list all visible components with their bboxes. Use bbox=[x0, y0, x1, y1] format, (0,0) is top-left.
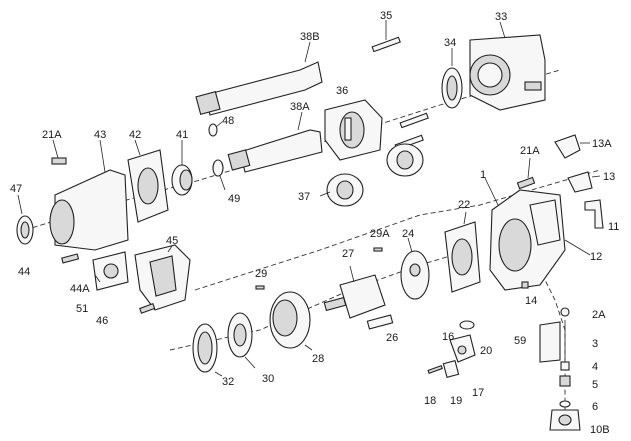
part-47-seal bbox=[16, 194, 34, 245]
label-33: 33 bbox=[495, 11, 507, 23]
part-22-gasket bbox=[444, 211, 481, 293]
label-44A: 44A bbox=[70, 283, 90, 295]
assembly-axis-lower bbox=[169, 249, 471, 351]
part-33-front-housing bbox=[469, 21, 546, 111]
part-17-19-trigger bbox=[442, 360, 460, 378]
label-29: 29 bbox=[255, 268, 267, 280]
label-24: 24 bbox=[402, 228, 414, 240]
label-29A: 29A bbox=[370, 228, 390, 240]
part-26-vane bbox=[366, 314, 394, 330]
part-45-side-plate bbox=[134, 244, 191, 311]
label-37: 37 bbox=[298, 191, 310, 203]
label-47: 47 bbox=[10, 183, 22, 195]
label-38A: 38A bbox=[290, 101, 310, 113]
label-49: 49 bbox=[228, 193, 240, 205]
part-38B-anvil bbox=[195, 41, 323, 116]
label-28: 28 bbox=[312, 353, 324, 365]
label-38B: 38B bbox=[300, 31, 320, 43]
label-59: 59 bbox=[514, 335, 526, 347]
part-29-pin bbox=[255, 285, 265, 290]
part-18-pin bbox=[427, 364, 443, 374]
part-38A-anvil bbox=[227, 111, 323, 173]
label-16: 16 bbox=[442, 331, 454, 343]
part-48-o-ring bbox=[208, 121, 223, 137]
label-26: 26 bbox=[386, 332, 398, 344]
label-21A-top: 21A bbox=[42, 129, 62, 141]
label-4: 4 bbox=[592, 361, 598, 373]
label-36: 36 bbox=[336, 85, 348, 97]
assembly-axis-valve bbox=[534, 259, 566, 420]
label-35: 35 bbox=[380, 10, 392, 22]
part-44-screw bbox=[61, 253, 80, 264]
part-20-valve bbox=[449, 334, 476, 363]
label-13A: 13A bbox=[592, 138, 612, 150]
part-35-pin bbox=[371, 20, 401, 53]
part-24-end-plate bbox=[400, 237, 430, 300]
label-41: 41 bbox=[176, 129, 188, 141]
part-12-leader bbox=[564, 239, 591, 256]
part-14-pin bbox=[521, 281, 529, 289]
label-17: 17 bbox=[472, 387, 484, 399]
part-36-hammer-cage bbox=[324, 99, 383, 161]
label-45: 45 bbox=[166, 235, 178, 247]
label-2A: 2A bbox=[592, 309, 606, 321]
label-13: 13 bbox=[603, 171, 615, 183]
part-46-screw bbox=[139, 303, 156, 314]
part-37-hammers bbox=[319, 143, 424, 207]
part-13-bracket bbox=[567, 171, 601, 193]
part-51-cover-plate bbox=[92, 251, 129, 291]
part-28-cylinder bbox=[269, 291, 313, 351]
label-1: 1 bbox=[480, 169, 486, 181]
part-59-bracket bbox=[539, 321, 561, 363]
part-16-valve-seat bbox=[459, 320, 475, 330]
label-11: 11 bbox=[608, 221, 619, 233]
label-20: 20 bbox=[480, 345, 492, 357]
label-18: 18 bbox=[424, 395, 436, 407]
part-2A-o-ring bbox=[560, 307, 570, 317]
part-34-ring bbox=[441, 48, 463, 109]
label-48: 48 bbox=[222, 115, 234, 127]
label-34: 34 bbox=[444, 37, 456, 49]
label-51: 51 bbox=[76, 303, 88, 315]
part-21A-screw-right bbox=[516, 157, 536, 190]
part-5-valve bbox=[559, 375, 571, 387]
part-4-spring bbox=[560, 361, 570, 371]
label-22: 22 bbox=[458, 199, 470, 211]
label-42: 42 bbox=[129, 129, 141, 141]
part-13A-bracket bbox=[554, 134, 590, 159]
label-12: 12 bbox=[590, 251, 602, 263]
part-11-lever bbox=[584, 199, 604, 229]
label-32: 32 bbox=[222, 376, 234, 388]
part-43-rear-housing bbox=[49, 139, 129, 251]
part-32-gasket bbox=[192, 323, 223, 377]
part-29A-pin bbox=[373, 247, 383, 252]
part-21A-screw-left bbox=[51, 139, 67, 165]
label-6: 6 bbox=[592, 401, 598, 413]
label-3: 3 bbox=[592, 338, 598, 350]
label-46: 46 bbox=[96, 315, 108, 327]
part-pin-upper bbox=[399, 112, 429, 129]
part-1-main-housing bbox=[484, 177, 566, 291]
part-49-washer bbox=[212, 159, 226, 191]
label-5: 5 bbox=[592, 379, 598, 391]
label-44: 44 bbox=[18, 266, 30, 278]
part-41-bearing bbox=[171, 140, 193, 196]
label-43: 43 bbox=[94, 129, 106, 141]
label-14: 14 bbox=[525, 295, 537, 307]
label-19: 19 bbox=[450, 395, 462, 407]
label-21A-right: 21A bbox=[520, 145, 540, 157]
part-10B-inlet bbox=[549, 409, 581, 431]
label-10B: 10B bbox=[590, 424, 610, 436]
label-27: 27 bbox=[342, 248, 354, 260]
part-6-washer bbox=[559, 400, 571, 408]
part-42-gasket bbox=[127, 139, 169, 223]
label-30: 30 bbox=[262, 373, 274, 385]
part-27-rotor bbox=[323, 265, 386, 319]
part-30-bearing-plate bbox=[227, 312, 256, 369]
